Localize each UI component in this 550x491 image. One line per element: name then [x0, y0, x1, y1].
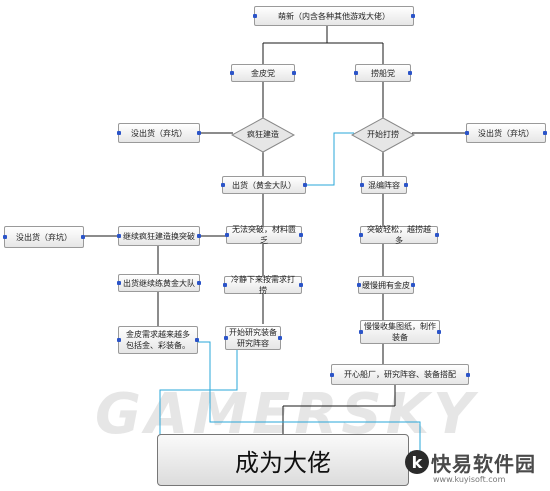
quit-node-left-far[interactable]: 没出货（弃坑） — [3, 226, 85, 248]
no-breakthrough-node[interactable]: 无法突破，材料匮乏 — [225, 225, 303, 245]
logo-url: www.kuyisoft.com — [433, 475, 506, 484]
site-logo: k 快易软件园 www.kuyisoft.com — [405, 448, 545, 490]
decision-start-salvage[interactable] — [351, 117, 415, 153]
collect-blueprints-node[interactable]: 慢慢收集图纸，制作 装备 — [359, 320, 441, 344]
got-gold-fleet-node[interactable]: 出货（黄金大队） — [221, 176, 307, 194]
slow-gold-node[interactable]: 缓慢拥有金皮 — [357, 276, 415, 294]
final-node-become-pro[interactable]: 成为大佬 — [157, 434, 409, 486]
decision-start-salvage-label: 开始打捞 — [367, 130, 399, 139]
quit-node-left-top[interactable]: 没出货（弃坑） — [117, 123, 201, 143]
logo-k-icon: k — [405, 450, 429, 474]
research-gear-node[interactable]: 开始研究装备 研究阵容 — [224, 326, 282, 350]
growing-demand-node[interactable]: 金皮需求越来越多 包括金、彩装备。 — [117, 326, 199, 354]
decision-crazy-build-label: 疯狂建造 — [247, 130, 279, 139]
happy-shipyard-node[interactable]: 开心船厂，研究阵容、装备搭配 — [330, 364, 470, 385]
keep-training-node[interactable]: 出货继续练黄金大队 — [117, 274, 201, 292]
decision-crazy-build[interactable] — [231, 117, 295, 153]
logo-title: 快易软件园 — [431, 452, 536, 476]
quit-node-right[interactable]: 没出货（弃坑） — [465, 123, 547, 143]
gold-party-node[interactable]: 金皮党 — [230, 64, 296, 82]
easy-breakthrough-node[interactable]: 突破轻松，越捞越多 — [359, 225, 439, 245]
mixed-team-node[interactable]: 混编阵容 — [360, 176, 408, 194]
salvage-party-node[interactable]: 捞船党 — [354, 64, 412, 82]
calm-salvage-node[interactable]: 冷静下来按需求打捞 — [223, 275, 303, 295]
start-node-newbie[interactable]: 萌新（内含各种其他游戏大佬） — [253, 6, 415, 26]
keep-building-node[interactable]: 继续疯狂建造换突破 — [117, 226, 201, 246]
